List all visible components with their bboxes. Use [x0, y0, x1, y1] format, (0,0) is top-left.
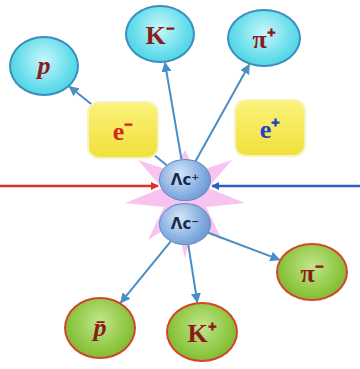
baryon-circle: Λc⁻	[159, 203, 210, 245]
particle-ellipse: K⁺	[166, 302, 238, 362]
particle-ellipse: p̄	[64, 297, 136, 359]
particle-name: p̄	[94, 313, 107, 343]
baryon-circle: Λc⁺	[159, 159, 210, 201]
decay-arrow	[188, 245, 197, 302]
particle-name: e⁺	[260, 110, 281, 146]
particle-ellipse: π⁻	[276, 243, 348, 301]
decay-arrow	[165, 63, 182, 159]
beam-label-box: e⁻	[87, 101, 159, 159]
positron-beam	[212, 185, 360, 188]
particle-ellipse: π⁺	[227, 9, 301, 67]
particle-name: π⁻	[300, 254, 323, 290]
collision-burst	[125, 150, 245, 258]
particle-name: p	[38, 51, 51, 81]
particle-name: e⁻	[113, 112, 134, 148]
electron-beam	[0, 185, 158, 188]
decay-arrow	[121, 241, 171, 302]
particle-name: π⁺	[252, 20, 275, 56]
particle-ellipse: K⁻	[125, 5, 195, 63]
beam-label-box: e⁺	[234, 99, 306, 157]
decay-arrow	[69, 87, 166, 166]
particle-name: K⁻	[145, 16, 174, 52]
particle-ellipse: p	[9, 36, 79, 96]
particle-name: K⁺	[187, 314, 216, 350]
particle-name: Λc⁻	[171, 215, 199, 233]
particle-name: Λc⁺	[171, 171, 199, 189]
decay-arrow	[208, 233, 279, 260]
